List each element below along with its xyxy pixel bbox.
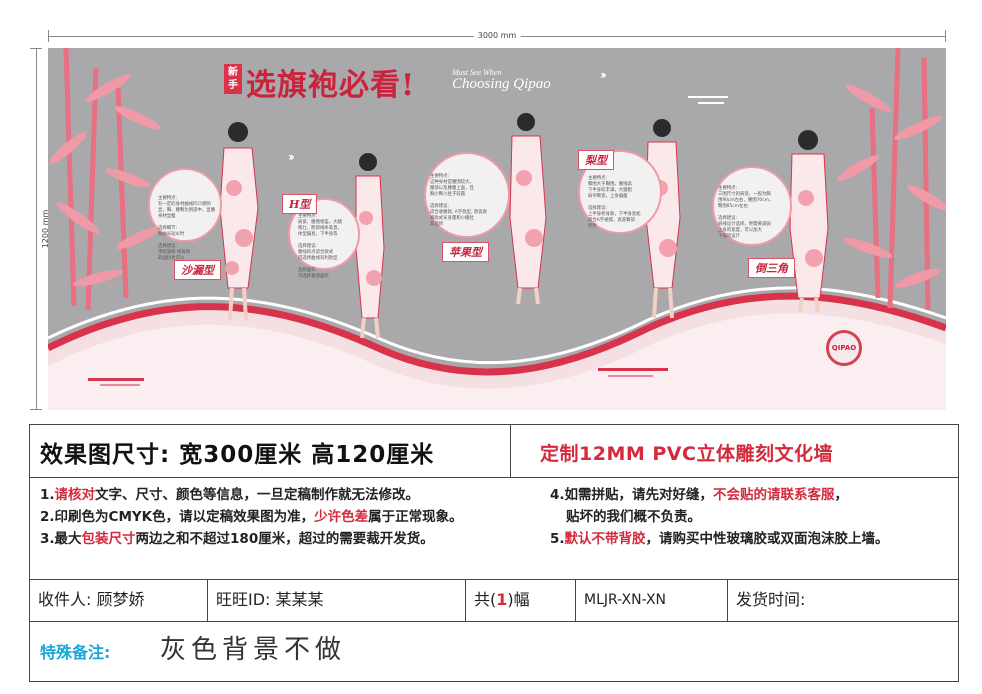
mural-title-en-large: Choosing Qipao [452, 76, 551, 92]
order-info-table: 效果图尺寸: 宽300厘米 高120厘米 定制12MM PVC立体雕刻文化墙 1… [29, 424, 959, 682]
body-type-tag: 梨型 [578, 150, 614, 170]
mural-artwork [48, 48, 946, 410]
figure-2 [355, 153, 385, 339]
count-cell: 共(1)幅 [466, 579, 576, 621]
mural-title-en-small: Must See When [452, 68, 502, 77]
ship-time-cell: 发货时间: [736, 590, 806, 609]
note-5: 5.默认不带背胶，请购买中性玻璃胶或双面泡沫胶上墙。 [550, 531, 889, 547]
magnifier-icon: QIPAO [826, 330, 862, 366]
width-dimension: 3000 mm [48, 30, 946, 42]
body-type-text: 主要特点: 臀围大于胸围，腰线高 下半身较丰满，大腿粗 肩窄臀宽，上身偏瘦 选择… [588, 176, 641, 229]
product-label: 定制12MM PVC立体雕刻文化墙 [540, 443, 833, 465]
body-type-tag: H型 [282, 194, 318, 214]
arrow-icon: ›› [288, 150, 295, 164]
notes-section: 1.请核对文字、尺寸、颜色等信息，一旦定稿制作就无法修改。 2.印刷色为CMYK… [30, 477, 958, 580]
remark-value: 灰色背景不做 [160, 635, 347, 665]
body-type-tag: 沙漏型 [174, 260, 221, 280]
note-2: 2.印刷色为CMYK色，请以定稿效果图为准，少许色差属于正常现象。 [40, 509, 463, 525]
figure-1 [219, 122, 259, 321]
note-1: 1.请核对文字、尺寸、颜色等信息，一旦定稿制作就无法修改。 [40, 487, 420, 503]
body-type-circle [712, 166, 792, 246]
title-badge: 新手 [224, 64, 242, 94]
width-dimension-label: 3000 mm [473, 30, 521, 42]
mural-title: 选旗袍必看! [246, 68, 416, 103]
body-type-text: 主要特点: 有一定的身材曲线凹凸感明 显，胸、腰臀比例适中，显腰 身材显瘦 选择… [158, 196, 216, 261]
body-type-tag: 苹果型 [442, 242, 489, 262]
code-cell: MLJR-XN-XN [576, 579, 728, 621]
body-type-text: 主要特点: 三围尺寸的肩宽，一般为胸 围90cm左右，腰围70cm， 臀围85c… [718, 186, 774, 239]
mural-preview: 新手 选旗袍必看! Must See When Choosing Qipao ›… [48, 48, 946, 410]
remark-label: 特殊备注: [40, 643, 111, 662]
remark-row: 特殊备注: 灰色背景不做 [30, 621, 958, 681]
height-dimension: 1200 mm [30, 48, 50, 410]
body-type-tag: 倒三角 [748, 258, 795, 278]
wangwang-cell: 旺旺ID: 某某某 [208, 579, 466, 621]
body-type-circle [424, 152, 510, 238]
note-4: 4.如需拼贴，请先对好缝，不会贴的请联系客服， [550, 487, 849, 503]
note-4-cont: 贴坏的我们概不负责。 [566, 509, 701, 525]
body-type-circle [288, 198, 360, 270]
recipient-cell: 收件人: 顾梦娇 [30, 579, 208, 621]
figure-5 [789, 130, 829, 313]
body-type-text: 主要特点: 这种身材是腰围较大， 腰部以及腰腹上面，且 胸小臀小肚子较圆 选择建… [430, 174, 487, 227]
body-type-circle [148, 168, 222, 242]
figure-3 [509, 113, 547, 305]
size-label: 效果图尺寸: 宽300厘米 高120厘米 [40, 442, 435, 468]
arrow-icon: ›› [600, 68, 607, 82]
note-3: 3.最大包装尺寸两边之和不超过180厘米，超过的需要裁开发货。 [40, 531, 434, 547]
size-row: 效果图尺寸: 宽300厘米 高120厘米 定制12MM PVC立体雕刻文化墙 [30, 425, 958, 478]
shipping-row: 收件人: 顾梦娇 旺旺ID: 某某某 共(1)幅 MLJR-XN-XN 发货时间… [30, 579, 958, 622]
body-type-text: 主要特点: 肩宽、腰围相差，大腿 粗壮，胯部线条笔直， 体型偏直，下半身等 选择… [298, 214, 342, 279]
